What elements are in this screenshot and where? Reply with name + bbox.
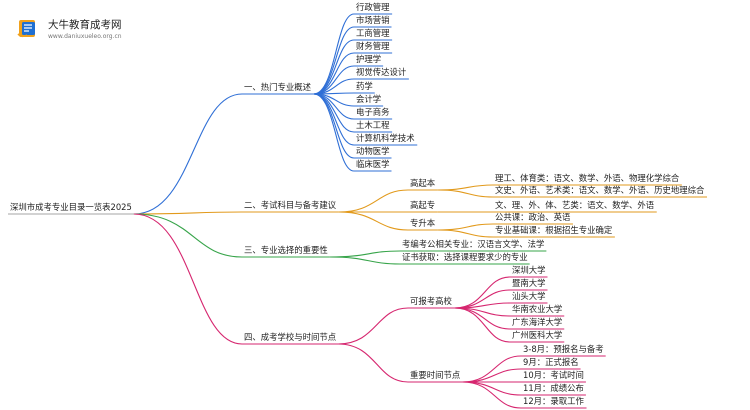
major-item: 电子商务 — [356, 107, 390, 117]
major-item: 临床医学 — [356, 159, 390, 169]
major-item: 护理学 — [356, 54, 381, 64]
branch-child-link — [313, 93, 355, 172]
logo-title: 大牛教育成考网 — [48, 19, 122, 31]
timeline-item: 11月：成绩公布 — [523, 383, 584, 393]
school-item: 广州医科大学 — [512, 330, 562, 340]
major-item: 财务管理 — [356, 41, 390, 51]
branch-child-link — [338, 211, 409, 231]
major-item: 视觉传达设计 — [356, 67, 407, 77]
branch-child-link — [338, 189, 409, 213]
child-leaf-link — [462, 381, 522, 409]
major-item: 会计学 — [356, 94, 381, 104]
root-topic: 深圳市成考专业目录一览表2025 — [10, 202, 132, 212]
school-item: 汕头大学 — [512, 291, 546, 301]
school-item: 暨南大学 — [512, 278, 546, 288]
book-logo-icon — [17, 20, 35, 38]
root-branch-link — [133, 213, 243, 258]
child-leaf-link — [437, 223, 494, 231]
branch-child-link — [338, 343, 409, 383]
level-gqz: 高起专 — [410, 200, 435, 210]
branch-schools-timeline: 四、成考学校与时间节点 — [244, 332, 336, 342]
major-item: 土木工程 — [356, 120, 390, 130]
branch-major-choice: 三、专业选择的重要性 — [244, 245, 328, 255]
child-leaf-link — [437, 189, 494, 198]
school-item: 华南农业大学 — [512, 304, 562, 314]
branch-popular-majors: 一、热门专业概述 — [244, 82, 312, 92]
timeline-item: 9月：正式报名 — [523, 357, 579, 367]
group-timeline: 重要时间节点 — [410, 370, 460, 380]
child-leaf-link — [437, 229, 494, 238]
major-item: 工商管理 — [356, 28, 390, 38]
branch-child-link — [329, 250, 401, 258]
level-gqb: 高起本 — [410, 178, 436, 188]
child-leaf-link — [462, 355, 522, 383]
logo-url: www.daniuxueleo.org.cn — [48, 33, 122, 40]
major-item: 计算机科学技术 — [356, 133, 415, 143]
major-item: 动物医学 — [356, 146, 390, 156]
major-item: 市场营销 — [356, 15, 390, 25]
root-branch-link — [133, 211, 243, 215]
subject-item: 公共课：政治、英语 — [495, 212, 571, 222]
branch-child-link — [338, 307, 409, 345]
school-item: 深圳大学 — [512, 265, 546, 275]
subject-item: 专业基础课：根据招生专业确定 — [495, 225, 613, 235]
timeline-item: 10月：考试时间 — [523, 370, 584, 380]
child-leaf-link — [437, 184, 494, 191]
subject-item: 文史、外语、艺术类：语文、数学、外语、历史地理综合 — [495, 185, 705, 195]
choice-item: 证书获取：选择课程要求少的专业 — [402, 252, 528, 262]
branch-child-link — [329, 256, 401, 265]
branch-child-link — [313, 93, 355, 146]
mind-map-links — [133, 13, 707, 409]
major-item: 药学 — [356, 81, 373, 91]
root-branch-link — [133, 93, 243, 215]
school-item: 广东海洋大学 — [512, 317, 562, 327]
branch-exam-subjects: 二、考试科目与备考建议 — [244, 200, 337, 210]
site-logo: 大牛教育成考网 www.daniuxueleo.org.cn — [10, 8, 150, 50]
timeline-item: 12月：录取工作 — [523, 396, 585, 406]
major-item: 行政管理 — [356, 2, 390, 12]
level-zsb: 专升本 — [410, 218, 436, 228]
subject-item: 理工、体育类：语文、数学、外语、物理化学综合 — [495, 173, 680, 183]
timeline-item: 3-8月：预报名与备考 — [523, 344, 604, 354]
mind-map-nodes: 深圳市成考专业目录一览表2025 一、热门专业概述 行政管理 市场营销 工商管理… — [8, 2, 705, 406]
child-leaf-link — [454, 307, 511, 343]
group-schools: 可报考高校 — [410, 296, 452, 306]
subject-item: 文、理、外、体、艺类：语文、数学、外语 — [495, 200, 655, 210]
root-branch-link — [133, 213, 243, 345]
choice-item: 考编考公相关专业：汉语言文学、法学 — [402, 239, 544, 249]
